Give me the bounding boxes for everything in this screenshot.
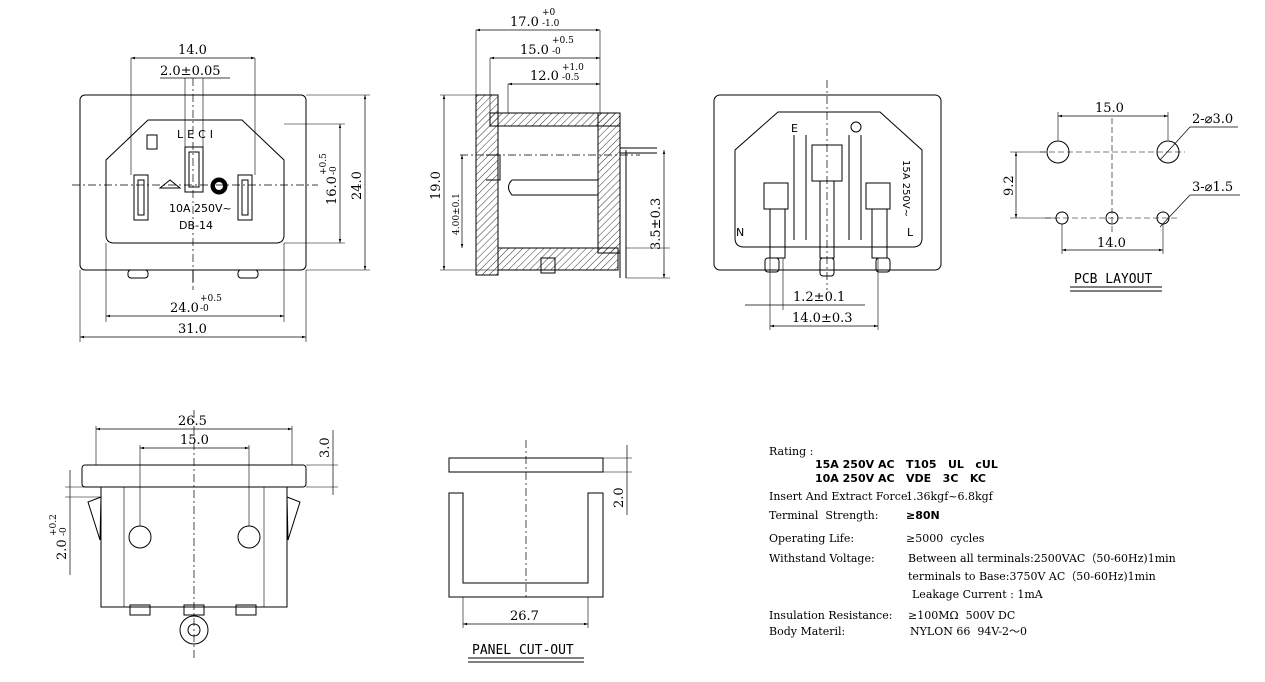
spec-row-label: Withstand Voltage: (769, 552, 875, 565)
tol-minus: -0 (552, 47, 561, 57)
pin-right (237, 174, 253, 221)
tol-plus: +0.5 (552, 36, 574, 46)
bottom-dim-flange: 3.0 (318, 437, 333, 458)
pcb-title: PCB LAYOUT (1074, 272, 1152, 287)
earth-symbol-icon (850, 121, 862, 133)
pcb-dim-bottom: 14.0 (1097, 236, 1126, 251)
front-view (72, 56, 370, 342)
back-dim-pin-width: 1.2±0.1 (793, 290, 845, 305)
mount-hole-left (128, 525, 152, 549)
tol-plus: +1.0 (562, 63, 584, 73)
back-label-n: N (736, 226, 744, 239)
tol-minus: -1.0 (542, 19, 560, 29)
front-socket-outline (105, 119, 285, 244)
pcb-dim-top: 15.0 (1095, 101, 1124, 116)
spec-row-value: ≥100MΩ 500V DC (908, 609, 1015, 622)
front-dim-height-outer: 24.0 (350, 171, 365, 200)
tol-plus: +0.5 (319, 153, 329, 175)
panel-dim-thickness: 2.0 (612, 487, 627, 508)
spec-row-label: Insert And Extract Force: (769, 490, 911, 503)
side-dim-pin-len: 3.5±0.3 (649, 198, 664, 250)
front-marking-model: DB-14 (179, 219, 213, 232)
tol-plus: +0.5 (200, 294, 222, 304)
spec-row-value: 1.36kgf~6.8kgf (906, 490, 994, 503)
back-dim-pin-span: 14.0±0.3 (792, 311, 853, 326)
back-label-l: L (907, 226, 914, 239)
spec-row-label: Insulation Resistance: (769, 609, 892, 622)
spec-row-value: Between all terminals:2500VAC（50-60Hz)1m… (908, 552, 1176, 565)
mount-hole-right (237, 525, 261, 549)
pcb-dim-hole-large: 2-⌀3.0 (1192, 112, 1233, 127)
pin-left (133, 174, 149, 221)
front-dim-width-inner: 24.0 (170, 301, 199, 316)
spec-row-value: ≥5000 cycles (906, 532, 985, 545)
front-marking-brand: LECI (177, 128, 217, 141)
spec-row-value: terminals to Base:3750V AC（50-60Hz)1min (908, 570, 1156, 583)
back-view (713, 80, 942, 330)
side-dim-mid: 15.0 (520, 43, 549, 58)
panel-cutout (448, 440, 632, 663)
side-dim-top: 17.0 (510, 15, 539, 30)
tol-minus: -0 (329, 166, 339, 175)
spec-row-value: NYLON 66 94V-2～0 (910, 625, 1027, 638)
side-view (440, 28, 670, 279)
front-dim-pin-tol: 2.0±0.05 (160, 64, 221, 79)
pcb-layout (1010, 112, 1240, 292)
spec-row-label: Operating Life: (769, 532, 854, 545)
bottom-dim-hole-span: 15.0 (180, 433, 209, 448)
spec-rating-line1: 15A 250V AC T105 UL cUL (815, 458, 998, 471)
specifications: Rating : 15A 250V AC T105 UL cUL 10A 250… (769, 445, 1176, 638)
spec-row-label: Body Materil: (769, 625, 845, 638)
pin-earth (184, 146, 204, 193)
spec-row-label: Terminal Strength: (769, 509, 878, 522)
back-label-e: E (791, 122, 798, 135)
tol-minus: -0.5 (562, 73, 580, 83)
side-dim-low: 12.0 (530, 69, 559, 84)
spec-rating-line2: 10A 250V AC VDE 3C KC (815, 472, 986, 485)
spec-rating-label: Rating : (769, 445, 813, 458)
pcb-dim-hole-small: 3-⌀1.5 (1192, 180, 1233, 195)
tol-minus: -0 (59, 527, 69, 536)
tol-plus: +0 (542, 8, 556, 18)
tol-minus: -0 (200, 304, 209, 314)
bottom-dim-side: 2.0 (55, 539, 70, 560)
side-dim-height: 19.0 (429, 171, 444, 200)
panel-title: PANEL CUT-OUT (472, 643, 574, 658)
front-dim-width-top: 14.0 (178, 43, 207, 58)
side-dim-height-small: 4.00±0.1 (452, 193, 462, 235)
front-dim-height-inner: 16.0 (325, 176, 340, 205)
pcb-dim-vertical: 9.2 (1002, 175, 1017, 196)
bottom-view (65, 410, 338, 660)
front-dim-width-outer: 31.0 (178, 322, 207, 337)
front-marking-rating: 10A 250V~ (169, 202, 232, 215)
back-marking-rating: 15A 250V~ (900, 160, 911, 217)
tol-plus: +0.2 (49, 514, 59, 536)
panel-dim-width: 26.7 (510, 609, 539, 624)
spec-row-value: Leakage Current : 1mA (912, 588, 1044, 601)
spec-row-value: ≥80N (906, 509, 940, 522)
bottom-dim-width: 26.5 (178, 414, 207, 429)
